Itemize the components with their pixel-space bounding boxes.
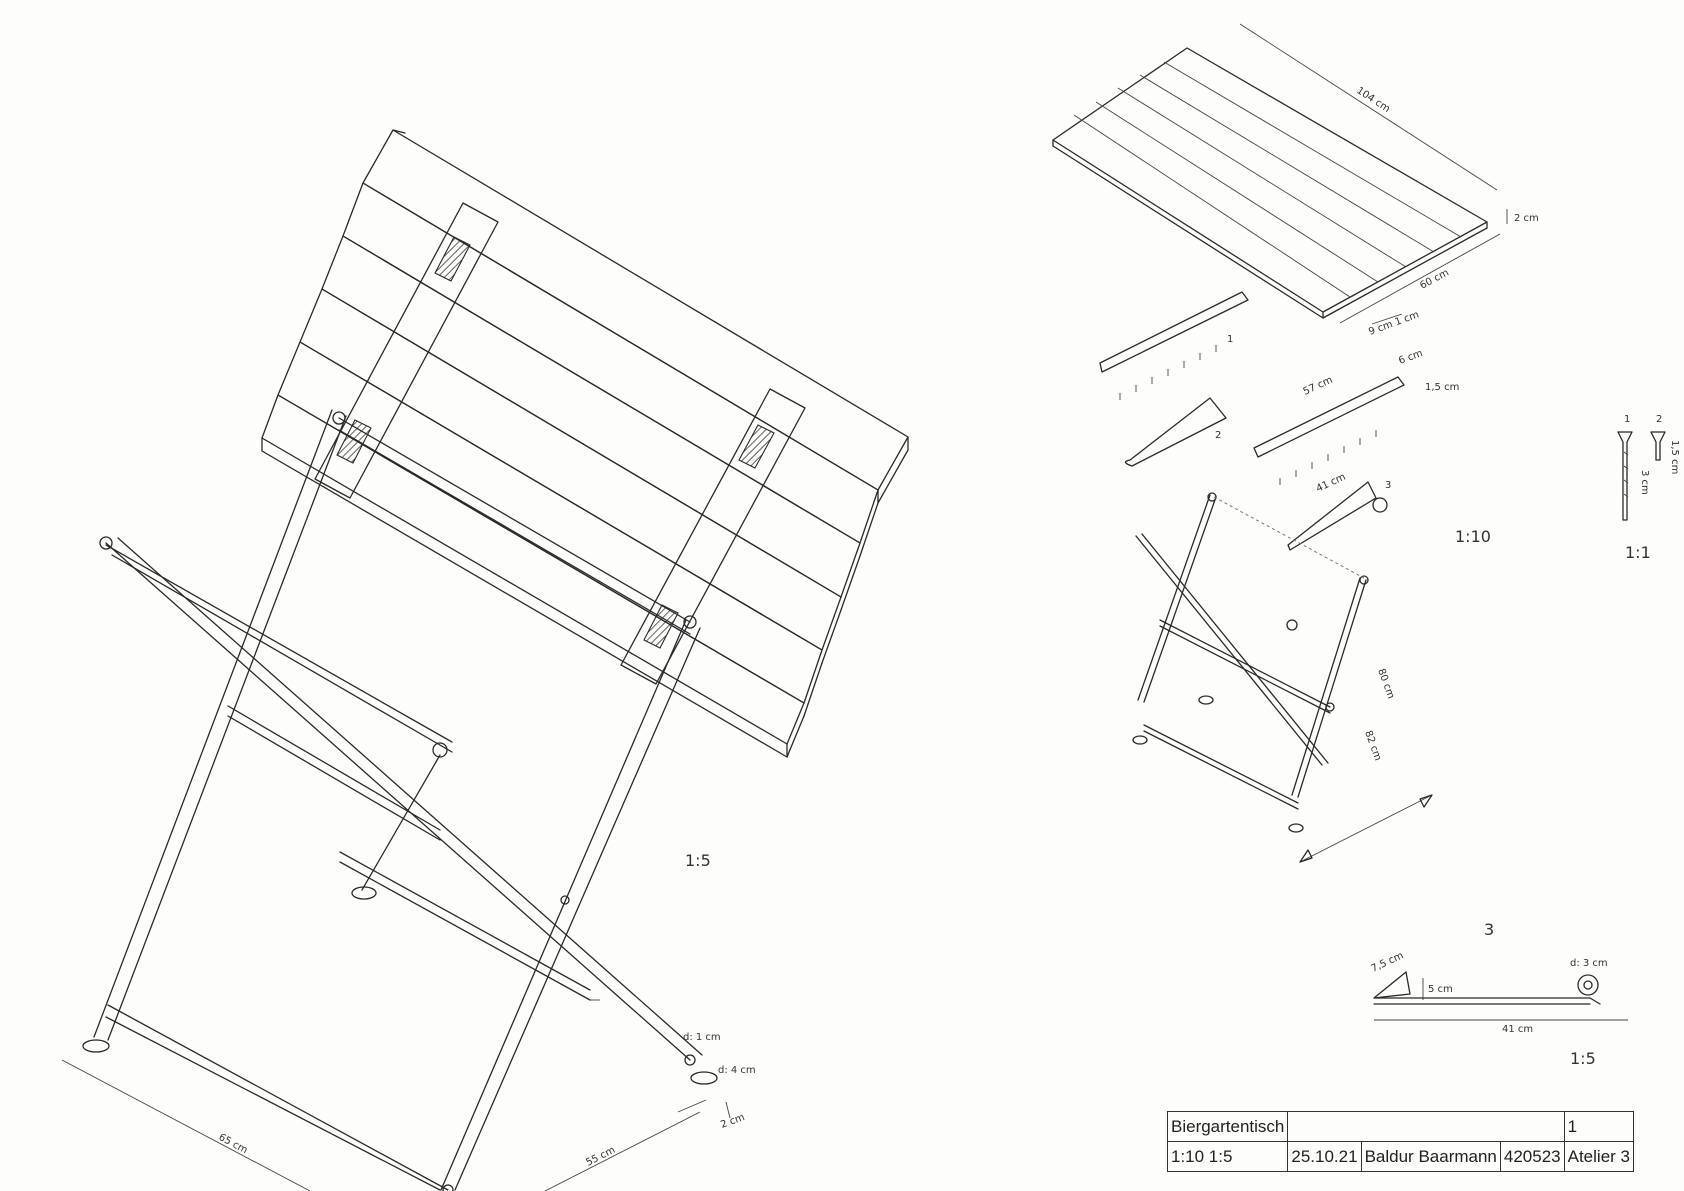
scale-cell: 1:10 1:5 — [1166, 1141, 1289, 1172]
exploded-hook-3 — [1287, 481, 1377, 551]
label-57: 57 cm — [1302, 375, 1335, 398]
label-d1: d: 1 cm — [683, 1032, 721, 1043]
part-label-2: 2 — [1215, 430, 1221, 441]
label-2cm-top: 2 cm — [1514, 213, 1539, 224]
hook-number: 3 — [1484, 920, 1494, 939]
scale-screw: 1:1 — [1625, 543, 1651, 562]
exploded-batten-2 — [1253, 376, 1405, 458]
screw-row-2 — [1279, 430, 1377, 485]
cross-batten-left — [314, 202, 499, 499]
exploded-frame — [1132, 492, 1369, 833]
label-2cm-foot: 2 cm — [719, 1112, 746, 1131]
main-assembly-view: d: 1 cm d: 4 cm 2 cm 65 cm 55 cm 1:5 — [61, 129, 909, 1191]
leg-frame — [82, 409, 718, 1191]
screw-length-1: 3 cm — [1639, 470, 1650, 495]
cross-batten-right — [620, 388, 806, 685]
title-blank-cell — [1287, 1111, 1565, 1142]
label-slat: 9 cm 1 cm — [1367, 309, 1420, 337]
label-d3: d: 3 cm — [1570, 958, 1608, 969]
screw-length-2: 1,5 cm — [1669, 440, 1680, 474]
screw-label-1: 1 — [1624, 414, 1630, 425]
scale-exploded: 1:10 — [1455, 527, 1491, 546]
screw-label-2: 2 — [1656, 414, 1662, 425]
label-6: 6 cm — [1397, 348, 1424, 367]
exploded-view: 104 cm 2 cm 60 cm 9 cm 1 cm 1 57 cm 6 cm… — [1052, 23, 1539, 863]
title-block: Biergartentisch 1 1:10 1:5 25.10.21 Bald… — [1166, 1111, 1635, 1172]
label-60: 60 cm — [1418, 267, 1451, 291]
scale-hook: 1:5 — [1570, 1049, 1596, 1068]
author-cell: Baldur Baarmann — [1360, 1141, 1501, 1172]
part-label-1: 1 — [1227, 334, 1233, 345]
label-15: 1,5 cm — [1425, 382, 1459, 393]
label-41-b: 41 cm — [1502, 1024, 1533, 1035]
screw-row-1 — [1119, 345, 1217, 400]
label-65: 65 cm — [217, 1132, 250, 1156]
number-cell: 420523 — [1499, 1141, 1565, 1172]
exploded-hook-2 — [1124, 397, 1227, 467]
label-d4: d: 4 cm — [718, 1065, 756, 1076]
scale-main: 1:5 — [685, 851, 711, 870]
exploded-tabletop — [1052, 47, 1488, 319]
title-cell: Biergartentisch — [1166, 1111, 1289, 1142]
part-label-3: 3 — [1385, 480, 1391, 491]
sheet-cell: 1 — [1563, 1111, 1635, 1142]
label-5: 5 cm — [1428, 984, 1453, 995]
atelier-cell: Atelier 3 — [1563, 1141, 1635, 1172]
exploded-batten-1 — [1099, 291, 1249, 373]
tabletop-slats — [261, 129, 909, 758]
main-dimensions — [61, 999, 731, 1191]
label-leg-a: 80 cm — [1375, 667, 1396, 700]
label-55: 55 cm — [584, 1145, 617, 1169]
screw-detail: 1 2 3 cm 1,5 cm 1:1 — [1617, 414, 1680, 562]
label-41-a: 41 cm — [1315, 472, 1348, 495]
hook-detail: 3 7,5 cm 5 cm d: 3 cm 41 cm 1:5 — [1370, 920, 1628, 1068]
label-75: 7,5 cm — [1370, 950, 1406, 974]
label-leg-b: 82 cm — [1362, 729, 1383, 762]
date-cell: 25.10.21 — [1287, 1141, 1362, 1172]
